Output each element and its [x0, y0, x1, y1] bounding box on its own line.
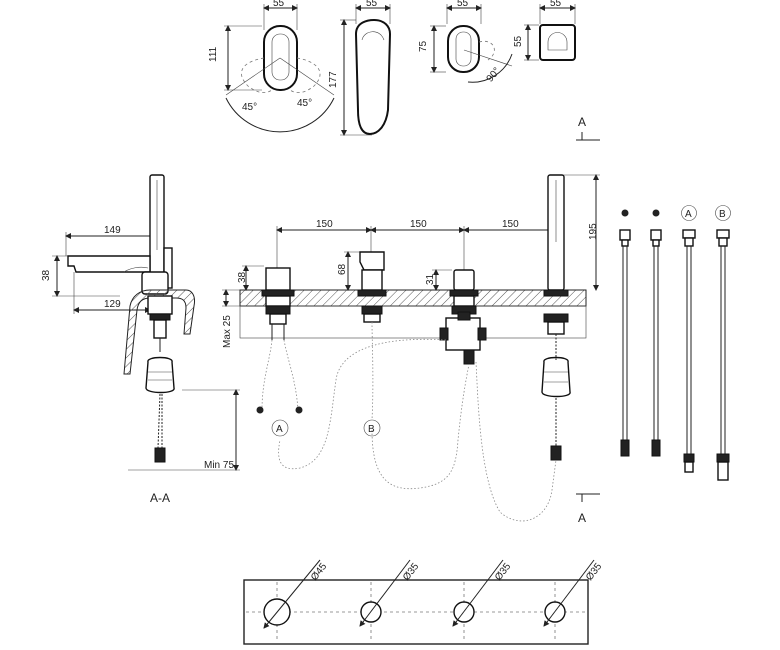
min-depth-label: Min 75 — [204, 460, 234, 471]
hose-label-b: B — [368, 424, 375, 435]
view1-width-label: 55 — [273, 0, 285, 9]
hose-marker-circle — [681, 205, 697, 221]
view1-angle-right: 45° — [297, 98, 312, 109]
height-diverter-label: 31 — [425, 273, 436, 285]
top-view-square-cap: 55 55 — [513, 0, 576, 61]
hose-marker-b: B — [719, 209, 726, 220]
section-marker-top: A — [576, 115, 600, 141]
section-view-title: A-A — [150, 491, 170, 505]
base-length-label: 129 — [104, 299, 121, 310]
view3-height-label: 75 — [418, 40, 429, 52]
height-left-label: 38 — [237, 271, 248, 283]
spacing-label-3: 150 — [502, 219, 519, 230]
view1-angle-left: 45° — [242, 102, 257, 113]
hose-label-a: A — [276, 424, 283, 435]
front-view-installation: 150 150 150 38 Max 25 68 31 — [222, 174, 600, 522]
plate-diameter-4: Ø35 — [584, 561, 605, 583]
view4-width-label: 55 — [550, 0, 562, 9]
hose-marker-circle — [715, 205, 731, 221]
section-view-a-a: 149 38 129 Min 75 A-A — [41, 174, 240, 505]
hose-label-circle — [363, 419, 381, 437]
hose-marker-a: A — [685, 209, 692, 220]
view1-height-label: 111 — [208, 46, 219, 62]
section-height-label: 38 — [41, 269, 52, 281]
view2-width-label: 55 — [366, 0, 378, 9]
max-thickness-label: Max 25 — [222, 315, 233, 348]
supply-dot — [256, 406, 264, 414]
view3-width-label: 55 — [457, 0, 469, 9]
height-handle-label: 68 — [337, 263, 348, 275]
supply-dot — [295, 406, 303, 414]
mounting-plate: Ø45 Ø35 Ø35 Ø35 — [243, 559, 605, 645]
top-view-handle-profile: 55 177 — [328, 0, 392, 136]
spacing-label-1: 150 — [316, 219, 333, 230]
height-shower-label: 195 — [588, 223, 599, 240]
spout-length-label: 149 — [104, 225, 121, 236]
view3-angle-label: 90° — [485, 66, 503, 85]
spacing-label-2: 150 — [410, 219, 427, 230]
top-view-handle-angles: 55 111 45° 45° — [208, 0, 335, 133]
hose-marker-dot — [652, 209, 660, 217]
view2-height-label: 177 — [328, 71, 339, 88]
section-marker-label: A — [578, 511, 586, 525]
section-marker-bottom: A — [576, 493, 600, 525]
section-marker-label: A — [578, 115, 586, 129]
hose-marker-dot — [621, 209, 629, 217]
top-view-diverter: 55 75 90° — [418, 0, 513, 85]
hoses-legend: A B — [619, 205, 731, 481]
view4-height-label: 55 — [513, 35, 524, 47]
hose-label-circle — [271, 419, 289, 437]
